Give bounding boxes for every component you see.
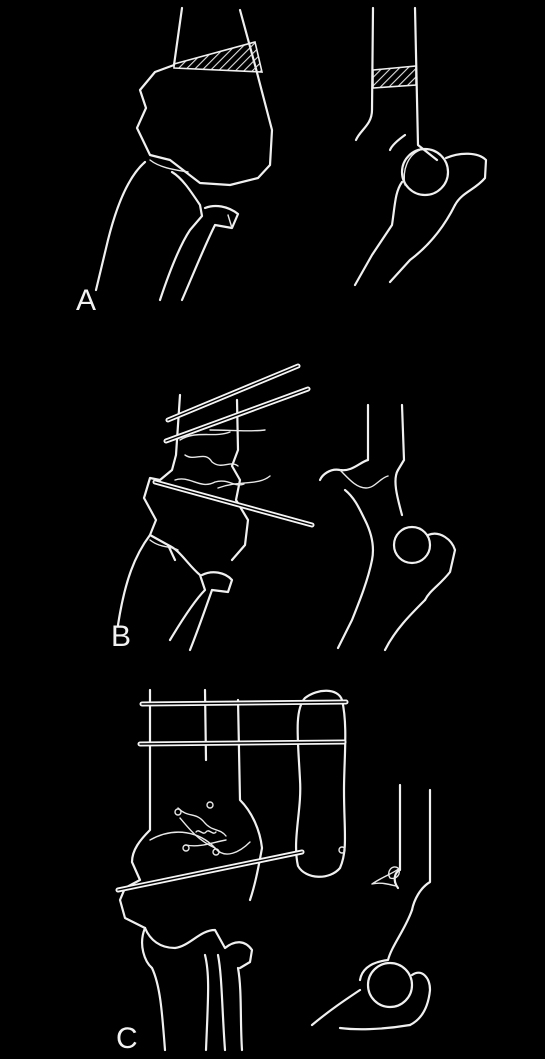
- panel-a-lateral-hatch: [373, 66, 416, 88]
- panel-c-external-fixator: [118, 691, 346, 890]
- panel-a-drawing: A: [76, 8, 486, 317]
- panel-b-femur-ap: [144, 395, 270, 560]
- panel-b-kwires: [155, 366, 312, 525]
- panel-b-femur-lateral: [320, 405, 455, 650]
- panel-c-leg-bones: [142, 928, 252, 1050]
- panel-c-femur-ap: [120, 690, 262, 928]
- panel-b-drawing: B: [111, 366, 455, 653]
- panel-a-wedge-hatch: [174, 42, 262, 72]
- panel-b-leg-bones: [118, 535, 232, 650]
- panel-b-label: B: [111, 620, 131, 653]
- panel-a-femur-lateral: [355, 8, 486, 285]
- panel-c-femur-lateral: [312, 785, 430, 1029]
- panel-a-femur-ap: [96, 8, 272, 300]
- panel-c-drawing: C: [116, 690, 430, 1054]
- panel-a-label: A: [76, 284, 96, 317]
- panel-c-label: C: [116, 1022, 138, 1054]
